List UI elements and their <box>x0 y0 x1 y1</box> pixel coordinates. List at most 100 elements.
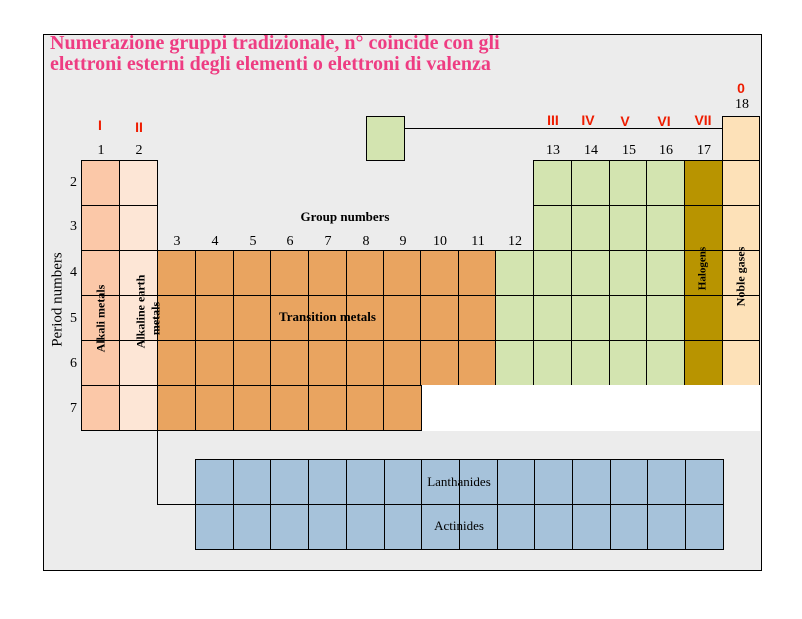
actinide-cell <box>572 504 611 550</box>
actinide-cell <box>308 504 347 550</box>
cell-g4-p4 <box>195 250 234 296</box>
cell-g13-p4 <box>533 250 572 296</box>
roman-group-17: VII <box>694 112 712 128</box>
cell-g5-p5 <box>233 295 272 341</box>
page-title: Numerazione gruppi tradizionale, n° coin… <box>50 33 750 75</box>
roman-group-15: V <box>620 113 630 129</box>
cell-g1-p3 <box>81 205 120 251</box>
group-number-18: 18 <box>735 97 749 112</box>
cell-g4-p7 <box>195 385 234 431</box>
cell-g2-p3 <box>119 205 158 251</box>
cell-g12-p6 <box>495 340 534 386</box>
cell-g16-p3 <box>646 205 685 251</box>
roman-group-14: IV <box>581 112 595 128</box>
cell-g13-p2 <box>533 160 572 206</box>
cell-g8-p4 <box>346 250 385 296</box>
lanthanide-cell <box>308 459 347 505</box>
cell-g7-p4 <box>308 250 347 296</box>
actinide-cell <box>346 504 385 550</box>
lanthanide-cell <box>572 459 611 505</box>
group-number-14: 14 <box>584 143 598 158</box>
cell-g11-p5 <box>458 295 497 341</box>
cell-g1-p4 <box>81 250 120 296</box>
lanthanide-cell <box>685 459 724 505</box>
cell-g14-p4 <box>571 250 610 296</box>
cell-g14-p2 <box>571 160 610 206</box>
actinide-cell <box>610 504 649 550</box>
alkali-metals-label: Alkali metals <box>93 284 108 353</box>
cell-g15-p2 <box>609 160 648 206</box>
cell-g14-p5 <box>571 295 610 341</box>
cell-g4-p5 <box>195 295 234 341</box>
cell-g15-p3 <box>609 205 648 251</box>
cell-g10-p5 <box>420 295 459 341</box>
period-number-3: 3 <box>70 219 77 234</box>
cell-g4-p6 <box>195 340 234 386</box>
group-number-6: 6 <box>286 234 294 249</box>
transition-metals-label: Transition metals <box>279 309 376 324</box>
cell-g1-p2 <box>81 160 120 206</box>
cell-g18-p6 <box>722 340 760 386</box>
actinide-cell <box>270 504 309 550</box>
group-number-11: 11 <box>471 234 485 249</box>
cell-g12-p4 <box>495 250 534 296</box>
group-number-5: 5 <box>249 234 257 249</box>
cell-g12-p5 <box>495 295 534 341</box>
period-number-2: 2 <box>70 175 77 190</box>
cell-g8-p6 <box>346 340 385 386</box>
actinide-cell <box>534 504 573 550</box>
cell-g3-p7 <box>157 385 196 431</box>
lanthanide-cell <box>233 459 272 505</box>
hydrogen-connector-line <box>405 128 723 129</box>
cell-g3-p6 <box>157 340 196 386</box>
cell-g5-p6 <box>233 340 272 386</box>
period-number-6: 6 <box>70 356 77 371</box>
cell-g15-p6 <box>609 340 648 386</box>
group-number-9: 9 <box>399 234 407 249</box>
cell-g8-p7 <box>346 385 385 431</box>
title-line-2: elettroni esterni degli elementi o elett… <box>50 53 491 75</box>
cell-g15-p4 <box>609 250 648 296</box>
cell-g1-p7 <box>81 385 120 431</box>
noble-gases-label: Noble gases <box>733 246 748 307</box>
f-block-connector-vertical <box>157 431 158 505</box>
actinide-cell <box>497 504 536 550</box>
cell-g3-p4 <box>157 250 196 296</box>
actinide-cell <box>685 504 724 550</box>
roman-group-16: VI <box>657 113 671 129</box>
group-number-15: 15 <box>622 143 636 158</box>
group-number-17: 17 <box>697 143 711 158</box>
period-numbers-label: Period numbers <box>49 252 66 347</box>
cell-g17-p2 <box>684 160 723 206</box>
lanthanide-cell <box>270 459 309 505</box>
lanthanide-cell <box>610 459 649 505</box>
period-7-blank-area <box>421 385 760 431</box>
halogens-label: Halogens <box>696 246 709 291</box>
actinide-cell <box>647 504 686 550</box>
title-line-1: Numerazione gruppi tradizionale, n° coin… <box>50 32 500 54</box>
cell-g16-p2 <box>646 160 685 206</box>
cell-g18-p2 <box>722 160 760 206</box>
cell-g10-p4 <box>420 250 459 296</box>
cell-g13-p3 <box>533 205 572 251</box>
cell-g10-p6 <box>420 340 459 386</box>
cell-g2-p7 <box>119 385 158 431</box>
cell-g6-p4 <box>270 250 309 296</box>
cell-g2-p2 <box>119 160 158 206</box>
period-number-5: 5 <box>70 311 77 326</box>
cell-g16-p4 <box>646 250 685 296</box>
cell-g6-p6 <box>270 340 309 386</box>
group-number-16: 16 <box>659 143 673 158</box>
cell-g13-p5 <box>533 295 572 341</box>
cell-g15-p5 <box>609 295 648 341</box>
cell-g9-p6 <box>383 340 422 386</box>
period-number-4: 4 <box>70 265 77 280</box>
cell-g14-p3 <box>571 205 610 251</box>
group-number-1: 1 <box>97 143 105 158</box>
alkaline-earth-label-line1: Alkaline earth <box>133 274 148 349</box>
cell-g14-p6 <box>571 340 610 386</box>
cell-g5-p4 <box>233 250 272 296</box>
helium-cell <box>722 116 760 161</box>
lanthanides-label: Lanthanides <box>427 474 491 489</box>
cell-g9-p4 <box>383 250 422 296</box>
